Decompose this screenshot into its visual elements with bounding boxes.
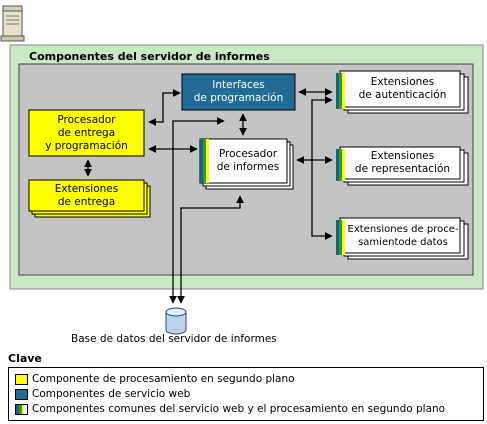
key-item-web: Componentes de servicio web [15, 387, 190, 401]
key-title: Clave [8, 352, 42, 365]
diagram-title: Componentes del servidor de informes [29, 50, 270, 63]
key-item-label: Componente de procesamiento en segundo p… [32, 373, 295, 385]
server-icon [0, 5, 25, 42]
background-swatch [15, 373, 28, 385]
key-item-label: Componentes de servicio web [32, 388, 191, 400]
key-item-background: Componente de procesamiento en segundo p… [15, 372, 295, 386]
web-swatch [15, 388, 28, 400]
key-item-shared: Componentes comunes del servicio web y e… [15, 402, 445, 416]
key-legend: Componente de procesamiento en segundo p… [8, 367, 484, 421]
database-icon [165, 307, 187, 335]
data-extensions-stack [336, 217, 469, 260]
key-item-label: Componentes comunes del servicio web y e… [32, 403, 446, 415]
connectors [84, 88, 333, 304]
auth-extensions-stack [336, 70, 469, 114]
render-extensions-stack [336, 146, 469, 186]
delivery-processor-box [28, 109, 145, 157]
delivery-extensions-stack [28, 179, 151, 218]
data-extensions-label: Extensiones de proce-samientode datos [347, 223, 459, 248]
shared-swatch [15, 403, 28, 415]
database-label: Base de datos del servidor de informes [71, 333, 277, 345]
interfaces-box [181, 73, 296, 111]
